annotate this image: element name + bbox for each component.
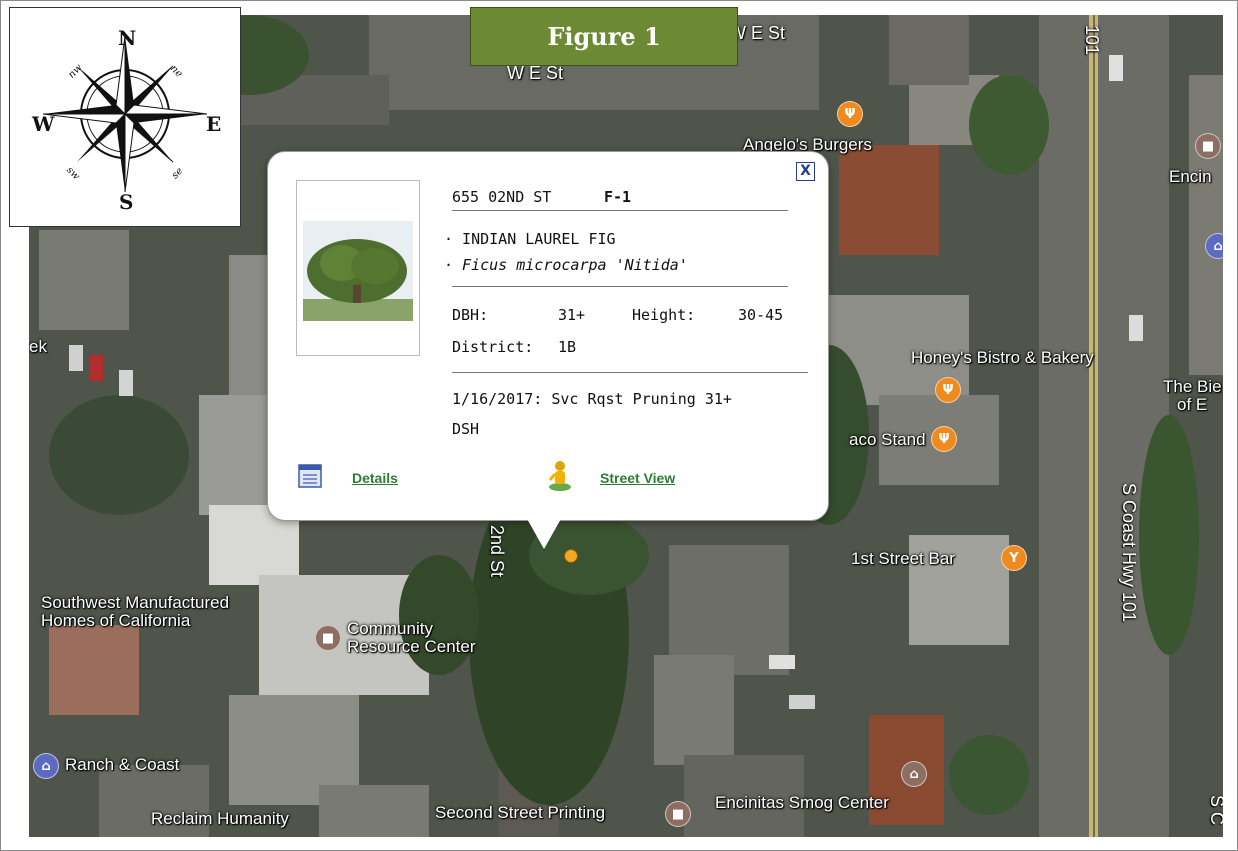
height-label: Height: [632,306,696,324]
street-label-101: 101 [1082,25,1102,56]
district-label: District: [452,338,534,356]
details-link[interactable]: Details [352,470,398,486]
street-label-w-e-st-2: W E St [507,63,564,83]
compass-south-label: S [119,190,134,214]
divider [452,210,788,211]
poi-label-southwest-manufactured[interactable]: Southwest Manufactured [41,593,230,612]
compass-west-label: W [32,112,55,136]
poi-label-encinitas-smog-center[interactable]: Encinitas Smog Center [715,793,889,812]
tree-common-name: · INDIAN LAUREL FIG [444,230,616,248]
government-pin-icon[interactable]: ⌂ [901,761,927,787]
place-pin-icon[interactable]: ■ [315,625,341,651]
shopping-pin-icon[interactable]: ⌂ [33,753,59,779]
poi-label-1st-street-bar[interactable]: 1st Street Bar [851,549,955,568]
close-icon[interactable]: X [796,162,815,181]
poi-label-of-e[interactable]: of E [1177,395,1208,414]
street-label-2nd-st: 2nd St [487,525,507,578]
tree-info-popup: X 655 02ND ST F-1 · INDIAN LAUREL FIG · … [267,151,829,521]
divider [452,372,808,373]
poi-label-the-bier[interactable]: The Bier [1163,377,1223,396]
district-value: 1B [558,338,577,356]
tree-location-marker[interactable] [564,549,578,563]
poi-label-reclaim-humanity[interactable]: Reclaim Humanity [151,809,289,828]
poi-label-angelos-burgers[interactable]: Angelo's Burgers [743,135,872,154]
compass-star-icon [42,35,208,193]
tree-photo-icon [303,221,413,321]
poi-label-honeys-bistro[interactable]: Honey's Bistro & Bakery [911,348,1094,367]
shopping-pin-icon[interactable]: ⌂ [1205,233,1223,259]
service-note-cont: DSH [452,420,480,438]
compass-north-label: N [118,26,137,50]
tree-site-id: F-1 [604,188,632,206]
poi-label-ek[interactable]: ek [29,337,47,356]
dbh-label: DBH: [452,306,489,324]
popup-pointer [526,517,562,549]
details-icon[interactable] [298,464,324,490]
place-pin-icon[interactable]: ■ [1195,133,1221,159]
tree-photo-thumbnail [296,180,420,356]
street-label-w-e-st: W E St [729,23,786,43]
poi-label-ranch-and-coast[interactable]: Ranch & Coast [65,755,180,774]
poi-label-homes-of-california[interactable]: Homes of California [41,611,191,630]
poi-label-resource-center[interactable]: Resource Center [347,637,476,656]
figure-badge: Figure 1 [470,7,738,66]
tree-botanical-name: · Ficus microcarpa 'Nitida' [444,256,688,274]
restaurant-pin-icon[interactable]: Ψ [935,377,961,403]
poi-label-community[interactable]: Community [347,619,433,638]
poi-label-taco-stand[interactable]: aco Stand [849,430,926,449]
height-value: 30-45 [738,306,784,324]
place-pin-icon[interactable]: ■ [665,801,691,827]
street-label-s-c: S C [1206,795,1223,825]
street-view-pegman-icon[interactable] [546,460,574,492]
poi-label-second-street-printing[interactable]: Second Street Printing [435,803,606,822]
bar-pin-icon[interactable]: Y [1001,545,1027,571]
divider [452,286,788,287]
poi-label-encin[interactable]: Encin [1169,167,1212,186]
compass-east-label: E [206,112,222,136]
restaurant-pin-icon[interactable]: Ψ [931,426,957,452]
street-view-link[interactable]: Street View [600,470,676,486]
compass-rose: N S E W ne nw se sw [9,7,241,227]
restaurant-pin-icon[interactable]: Ψ [837,101,863,127]
street-label-coast-hwy: S Coast Hwy 101 [1119,483,1139,623]
service-note: 1/16/2017: Svc Rqst Pruning 31+ [452,390,732,408]
tree-address: 655 02ND ST [452,188,552,206]
dbh-value: 31+ [558,306,586,324]
